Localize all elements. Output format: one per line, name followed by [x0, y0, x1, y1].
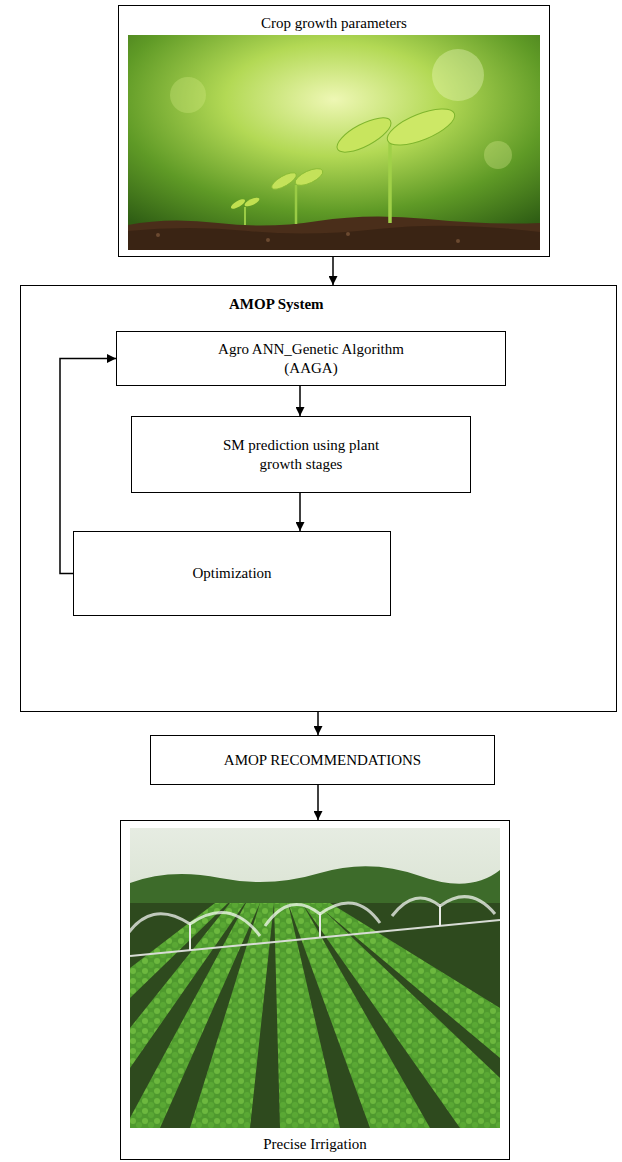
illustration-part	[332, 111, 395, 159]
system-group: AMOP SystemAgro ANN_Genetic Algorithm (A…	[20, 285, 617, 712]
illustration-part	[346, 232, 350, 236]
image-box: Precise Irrigation	[120, 820, 510, 1160]
process-box: AMOP RECOMMENDATIONS	[150, 735, 495, 785]
node-label: SM prediction using plant growth stages	[206, 436, 396, 474]
illustration-part	[128, 35, 540, 250]
image-box: Crop growth parameters	[118, 5, 550, 257]
illustration-part	[130, 903, 245, 1068]
node-label: AMOP RECOMMENDATIONS	[224, 751, 421, 770]
illustration-part	[230, 197, 247, 210]
illustration-part	[440, 897, 495, 914]
illustration-part	[392, 898, 440, 916]
illustration-part	[189, 924, 191, 950]
illustration-part	[170, 77, 206, 113]
illustration-part	[243, 196, 260, 208]
illustration-part	[130, 828, 500, 1128]
illustration-part	[128, 216, 540, 250]
process-box: SM prediction using plant growth stages	[131, 416, 471, 493]
process-box: Agro ANN_Genetic Algorithm (AAGA)	[116, 331, 506, 386]
flow-arrow	[299, 493, 301, 531]
illustration-part	[156, 233, 160, 237]
illustration-part	[190, 912, 260, 936]
flow-arrow	[317, 712, 319, 735]
illustration-part	[130, 920, 500, 956]
node-label: Optimization	[192, 564, 271, 583]
illustration-part	[432, 49, 484, 101]
flow-arrow	[317, 785, 319, 820]
flow-arrow	[60, 359, 116, 574]
illustration-part	[320, 903, 380, 923]
illustration-part	[439, 906, 441, 926]
process-box: Optimization	[73, 531, 391, 616]
illustration-part	[383, 101, 459, 152]
group-title: AMOP System	[229, 295, 324, 314]
flow-arrow	[299, 386, 301, 416]
irrigation-illustration	[130, 828, 500, 1128]
illustration-part	[269, 170, 298, 193]
node-label: Crop growth parameters	[261, 14, 407, 33]
illustration-part	[484, 141, 512, 169]
illustration-part	[128, 226, 540, 250]
node-label: Precise Irrigation	[263, 1135, 367, 1154]
illustration-part	[266, 238, 270, 242]
illustration-part	[319, 914, 321, 937]
illustration-part	[295, 185, 298, 224]
illustration-part	[293, 165, 325, 189]
illustration-part	[130, 903, 500, 1128]
illustration-part	[130, 903, 260, 1128]
node-label: Agro ANN_Genetic Algorithm (AAGA)	[211, 340, 411, 378]
flow-arrow	[332, 257, 334, 285]
illustration-part	[388, 143, 392, 223]
seedling-illustration	[128, 35, 540, 250]
illustration-part	[265, 904, 320, 926]
illustration-part	[456, 239, 460, 243]
illustration-part	[244, 207, 246, 225]
illustration-part	[130, 914, 190, 938]
